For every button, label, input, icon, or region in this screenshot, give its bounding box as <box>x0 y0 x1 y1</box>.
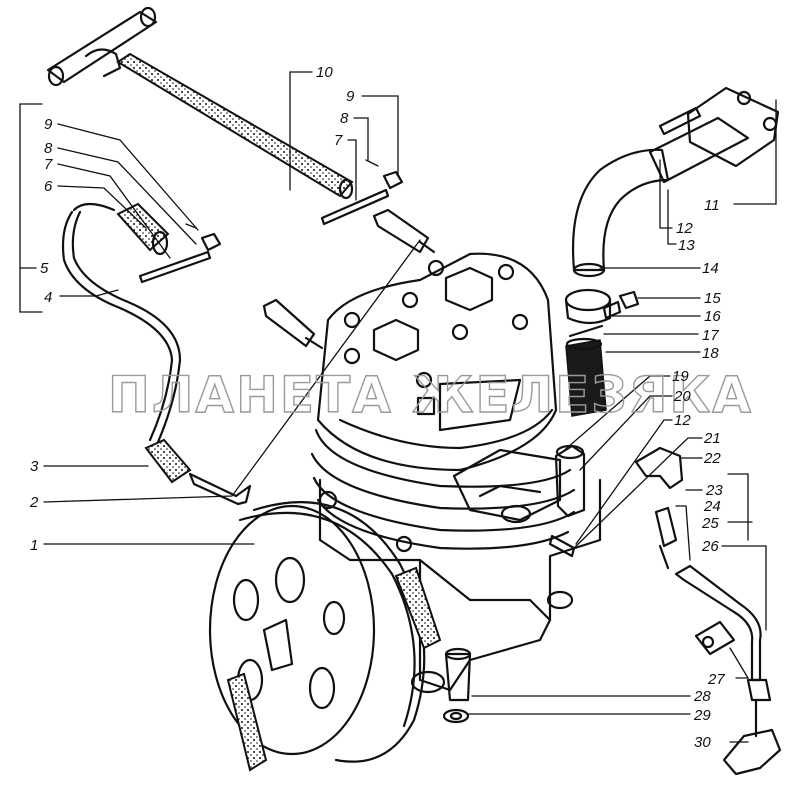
callout-13: 13 <box>678 237 695 254</box>
callout-7-top: 7 <box>334 132 343 149</box>
callout-18: 18 <box>702 345 719 362</box>
callout-12-top: 12 <box>676 220 693 237</box>
screw-21 <box>548 534 576 558</box>
callout-9-top: 9 <box>346 88 355 105</box>
callout-27: 27 <box>707 671 725 688</box>
callout-8-left: 8 <box>44 140 53 157</box>
callout-11: 11 <box>704 197 720 214</box>
sleeve-18 <box>565 337 607 417</box>
bolt-11 <box>658 106 702 136</box>
callout-9-left: 9 <box>44 116 53 133</box>
callout-21: 21 <box>703 430 721 447</box>
pulley-1 <box>208 501 442 772</box>
callout-29: 29 <box>693 707 711 724</box>
strip-7-left <box>138 250 212 284</box>
callout-8-top: 8 <box>340 110 349 127</box>
watermark-text: ПЛАНЕТА ЖЕЛЕЗЯКА <box>108 366 753 424</box>
callout-15: 15 <box>704 290 721 307</box>
callout-7-left: 7 <box>44 156 53 173</box>
screw-17 <box>568 324 604 338</box>
head-fitting-left <box>262 298 324 350</box>
callout-22: 22 <box>703 450 721 467</box>
hose-sleeve-6 <box>116 202 170 256</box>
clamp-16 <box>564 288 622 325</box>
fitting-24 <box>654 506 678 570</box>
callout-25: 25 <box>701 515 719 532</box>
nut-15 <box>618 290 640 310</box>
clip-9-left <box>185 223 222 252</box>
clamp-9-top <box>382 170 404 190</box>
compressor-body <box>310 252 602 694</box>
left-hose-4 <box>61 202 182 444</box>
bolt-28 <box>444 647 472 702</box>
callout-17: 17 <box>702 327 719 344</box>
callout-14: 14 <box>702 260 719 277</box>
elbow-pipe-14 <box>571 148 670 278</box>
intake-flange-11 <box>648 86 780 184</box>
callout-4: 4 <box>44 289 52 306</box>
leader-lines <box>19 71 777 743</box>
callout-23: 23 <box>705 482 723 499</box>
callout-6: 6 <box>44 178 53 195</box>
callout-28: 28 <box>693 688 711 705</box>
callout-30: 30 <box>694 734 711 751</box>
head-fitting-top <box>372 208 436 254</box>
screw-8-top <box>365 159 379 167</box>
callout-numbers: 1 2 3 4 5 6 7 8 9 10 9 8 7 11 12 13 14 1… <box>29 64 725 751</box>
callout-2: 2 <box>29 494 39 511</box>
pipe-tee-fitting <box>46 6 158 87</box>
long-hose-10 <box>116 52 354 200</box>
callout-16: 16 <box>704 308 721 325</box>
callout-26: 26 <box>701 538 719 555</box>
bracket-27 <box>694 620 736 656</box>
callout-24: 24 <box>703 498 721 515</box>
callout-3: 3 <box>30 458 39 475</box>
callout-10: 10 <box>316 64 333 81</box>
fitting-30 <box>722 678 782 776</box>
callout-5: 5 <box>40 260 49 277</box>
fitting-2 <box>188 472 252 506</box>
hose-end-3 <box>144 438 192 484</box>
washer-29 <box>442 708 470 724</box>
callout-19: 19 <box>672 368 689 385</box>
callout-20: 20 <box>673 388 691 405</box>
strip-7-top <box>320 188 390 226</box>
callout-1: 1 <box>30 537 38 554</box>
callout-12-mid: 12 <box>674 412 691 429</box>
